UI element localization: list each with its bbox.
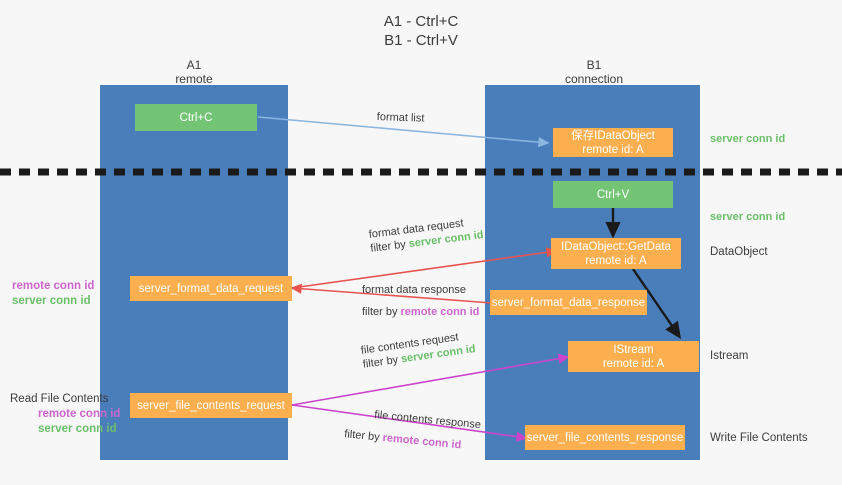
node-server-format-data-response-label: server_format_data_response (491, 296, 646, 309)
edge-label-format-data-response-filter: filter by remote conn id (362, 305, 479, 319)
filter-prefix-3: filter by (362, 353, 402, 371)
node-idataobject-getdata-line2: remote id: A (585, 254, 647, 267)
filter-prefix-4: filter by (343, 428, 384, 444)
node-idataobject-getdata[interactable]: IDataObject::GetData remote id: A (551, 238, 681, 269)
filter-prefix-2: filter by (362, 306, 401, 318)
filter-key-2: remote conn id (400, 306, 480, 318)
edge-label-file-contents-response-main: file contents response (373, 408, 482, 432)
annotation-conn-ids-upper: remote conn id server conn id (12, 279, 94, 309)
title-line-2: B1 - Ctrl+V (384, 32, 458, 49)
edge-label-file-contents-response: file contents response filter by remote … (344, 408, 482, 454)
node-server-format-data-request[interactable]: server_format_data_request (130, 276, 292, 301)
lane-b1-name: B1 (586, 58, 602, 72)
annotation-istream: Istream (710, 350, 749, 362)
node-save-idataobject-line2: remote id: A (582, 143, 644, 156)
annotation-write-file-contents: Write File Contents (710, 432, 808, 444)
annotation-server-conn-id-1: server conn id (12, 295, 91, 307)
annotation-read-file-contents-group: Read File Contents remote conn id server… (10, 392, 120, 437)
node-save-idataobject-line1: 保存IDataObject (571, 129, 655, 142)
node-server-file-contents-request[interactable]: server_file_contents_request (130, 393, 292, 418)
diagram-title: A1 - Ctrl+C B1 - Ctrl+V (0, 12, 842, 50)
filter-key-4: remote conn id (382, 431, 462, 452)
node-ctrl-c[interactable]: Ctrl+C (135, 104, 257, 131)
title-line-1: A1 - Ctrl+C (383, 13, 459, 30)
edge-label-file-contents-request: file contents request filter by server c… (360, 328, 477, 372)
edge-label-format-list-main: format list (376, 110, 425, 125)
edge-label-format-list: format list (377, 110, 425, 126)
lane-a1-name: A1 (186, 58, 202, 72)
node-server-file-contents-response-label: server_file_contents_response (526, 431, 684, 444)
edge-label-file-contents-response-filter: filter by remote conn id (344, 427, 480, 454)
annotation-dataobject: DataObject (710, 246, 768, 258)
filter-prefix-1: filter by (369, 238, 410, 255)
annotation-server-conn-id-2: server conn id (38, 423, 117, 435)
node-server-format-data-response[interactable]: server_format_data_response (490, 290, 647, 315)
node-ctrl-v[interactable]: Ctrl+V (553, 181, 673, 208)
edge-label-format-data-response: format data response filter by remote co… (362, 283, 479, 319)
edge-label-format-data-request: format data request filter by server con… (368, 214, 484, 256)
annotation-remote-conn-id-2: remote conn id (38, 408, 121, 420)
node-istream-line2: remote id: A (602, 357, 665, 370)
annotation-remote-conn-id-1: remote conn id (12, 280, 95, 292)
node-server-file-contents-response[interactable]: server_file_contents_response (525, 425, 685, 450)
lane-header-a1: A1 remote (94, 58, 294, 86)
node-server-file-contents-request-label: server_file_contents_request (137, 399, 285, 412)
node-save-idataobject[interactable]: 保存IDataObject remote id: A (553, 128, 673, 157)
annotation-read-file-contents: Read File Contents (10, 393, 109, 405)
lane-header-b1: B1 connection (494, 58, 694, 86)
node-ctrl-v-label: Ctrl+V (596, 188, 630, 201)
node-idataobject-getdata-line1: IDataObject::GetData (561, 240, 671, 253)
node-server-format-data-request-label: server_format_data_request (138, 282, 284, 295)
lane-a1-sub: remote (175, 72, 213, 86)
node-ctrl-c-label: Ctrl+C (179, 111, 213, 124)
lane-b1-sub: connection (564, 72, 624, 86)
node-istream[interactable]: IStream remote id: A (568, 341, 699, 372)
node-istream-line1: IStream (613, 343, 654, 356)
edge-label-format-data-response-main: format data response (362, 284, 466, 296)
annotation-server-conn-id-mid: server conn id (710, 211, 786, 223)
annotation-server-conn-id-top: server conn id (710, 133, 786, 145)
